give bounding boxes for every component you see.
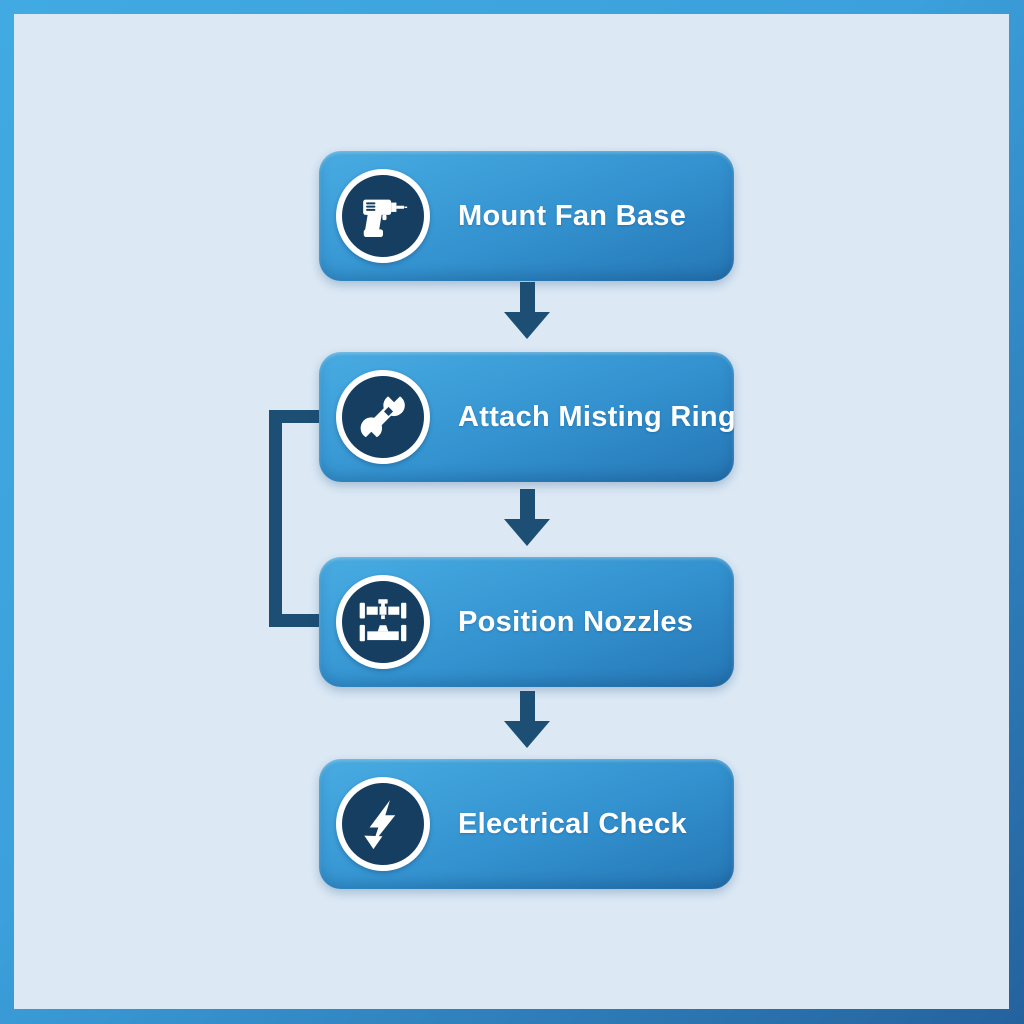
step-label: Attach Misting Ring bbox=[458, 400, 736, 433]
bracket-connector bbox=[269, 410, 319, 627]
lightning-icon bbox=[336, 777, 430, 871]
flow-node-attach-misting-ring: Attach Misting Ring bbox=[319, 352, 736, 482]
arrow-down-icon bbox=[504, 691, 550, 748]
drill-icon bbox=[336, 169, 430, 263]
arrow-down-icon bbox=[504, 489, 550, 546]
flow-node-electrical-check: Electrical Check bbox=[319, 759, 734, 889]
flow-node-mount-fan-base: Mount Fan Base bbox=[319, 151, 734, 281]
step-label: Electrical Check bbox=[458, 807, 687, 840]
diagram-background: Mount Fan Base bbox=[14, 14, 1009, 1009]
flow-node-position-nozzles: Position Nozzles bbox=[319, 557, 734, 687]
wrench-icon bbox=[336, 370, 430, 464]
step-label: Mount Fan Base bbox=[458, 199, 687, 232]
arrow-down-icon bbox=[504, 282, 550, 339]
pipes-icon bbox=[336, 575, 430, 669]
step-label: Position Nozzles bbox=[458, 605, 694, 638]
